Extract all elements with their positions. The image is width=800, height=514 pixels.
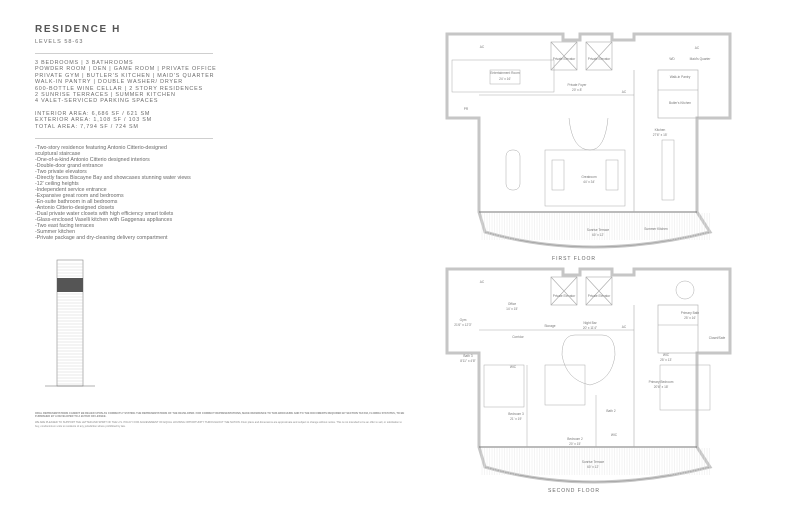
room-label: Summer Kitchen — [644, 227, 668, 231]
amenity-item: -Private package and dry-cleaning delive… — [35, 235, 168, 242]
residence-info: RESIDENCE H LEVELS 58-63 3 BEDROOMS | 3 … — [35, 24, 225, 241]
feature-line: WALK-IN PANTRY | DOUBLE WASHER/ DRYER — [35, 79, 183, 86]
room-dimension: 21' x 19' — [510, 417, 522, 421]
room-label: Sunrise Terrace — [587, 228, 609, 232]
interior-area: INTERIOR AREA: 6,686 SF / 621 SM — [35, 110, 151, 117]
room-dimension: 20' x 8' — [572, 88, 582, 92]
room-dimension: 24' x 16' — [499, 77, 511, 81]
room-label: Private Foyer — [568, 83, 588, 87]
amenity-item: -One-of-a-kind Antonio Citterio designed… — [35, 157, 150, 164]
room-label: Maid's Quarter — [690, 57, 712, 61]
divider — [35, 53, 213, 54]
amenity-item: -12' ceiling heights — [35, 181, 79, 188]
room-label: WIC — [611, 433, 618, 437]
amenity-item: -Two private elevators — [35, 169, 87, 176]
room-dimension: 27'6" x 15' — [653, 133, 668, 137]
feature-list: 3 BEDROOMS | 3 BATHROOMS POWDER ROOM | D… — [35, 60, 225, 130]
amenity-item: -Directly faces Biscayne Bay and showcas… — [35, 175, 191, 182]
room-label: Primary Bath — [681, 311, 700, 315]
amenity-item: -Dual private water closets with high ef… — [35, 211, 174, 218]
room-label: WD — [669, 57, 675, 61]
room-dimension: 20'6" x 18' — [654, 385, 669, 389]
amenity-item: -Two-story residence featuring Antonio C… — [35, 145, 167, 152]
room-label: WIC — [663, 353, 670, 357]
room-dimension: 25' x 16' — [684, 316, 696, 320]
room-label: Greatroom — [581, 175, 597, 179]
second-floor-title: SECOND FLOOR — [548, 488, 600, 494]
room-label: PR — [464, 107, 469, 111]
room-dimension: 44' x 34' — [583, 180, 595, 184]
feature-line: 2 SUNRISE TERRACES | SUMMER KITCHEN — [35, 92, 176, 99]
amenity-item: -Summer kitchen — [35, 229, 76, 236]
room-label: Sunrise Terrace — [582, 460, 604, 464]
first-floor-title: FIRST FLOOR — [552, 256, 596, 262]
room-dimension: 14' x 15' — [506, 307, 518, 311]
room-label: Primary Bedroom — [649, 380, 674, 384]
room-dimension: 20' x 11'4" — [583, 326, 597, 330]
room-dimension: 8'11" x 4'8" — [460, 359, 475, 363]
room-dimension: 25' x 13' — [660, 358, 672, 362]
room-dimension: 60' x 12' — [587, 465, 599, 469]
room-label: Bedroom 2 — [567, 437, 583, 441]
residence-title: RESIDENCE H — [35, 24, 121, 35]
amenity-item: sculptural staircase — [35, 151, 81, 158]
amenity-item: -Independent service entrance — [35, 187, 107, 194]
feature-line: 600-BOTTLE WINE CELLAR | 2 STORY RESIDEN… — [35, 85, 203, 92]
room-label: AC — [480, 280, 485, 284]
amenity-item: -Double-door grand entrance — [35, 163, 104, 170]
room-label: Private Elevator — [588, 57, 611, 61]
total-area: TOTAL AREA: 7,794 SF / 724 SM — [35, 123, 139, 130]
room-label: Bath 2 — [606, 409, 615, 413]
room-label: Bedroom 3 — [508, 412, 524, 416]
second-floor-plan: AC Office 14' x 15' Gym 21'6" x 12'3" Co… — [445, 267, 732, 494]
tower-elevation-diagram — [45, 259, 95, 387]
amenity-item: -Two east facing terraces — [35, 223, 95, 230]
room-label: WIC — [510, 365, 517, 369]
highlighted-levels — [57, 278, 83, 292]
room-label: Office — [508, 302, 516, 306]
amenity-item: -En-suite bathroom in all bedrooms — [35, 199, 118, 206]
room-label: AC — [695, 46, 700, 50]
room-label: Night Bar — [583, 321, 597, 325]
room-dimension: 60' x 12' — [592, 233, 604, 237]
room-label: Bath 3 — [463, 354, 472, 358]
divider — [35, 138, 213, 140]
amenity-item: -Expansive great room and bedrooms — [35, 193, 124, 200]
feature-line: 3 BEDROOMS | 3 BATHROOMS — [35, 60, 134, 66]
disclaimer-heading: ORAL REPRESENTATIONS CANNOT BE RELIED UP… — [35, 412, 405, 419]
feature-line: 4 VALET-SERVICED PARKING SPACES — [35, 98, 159, 105]
room-label: Butler's Kitchen — [669, 101, 691, 105]
room-label: Private Elevator — [553, 294, 576, 298]
room-label: Walk-in Pantry — [670, 75, 691, 79]
amenity-item: -Antonio Citterio-designed closets — [35, 205, 115, 212]
room-label: Kitchen — [655, 128, 666, 132]
room-label: AC — [622, 90, 627, 94]
room-label: Closet/Safe — [709, 336, 726, 340]
room-label: Corridor — [512, 335, 524, 339]
room-label: AC — [622, 325, 627, 329]
room-label: Gym — [460, 318, 467, 322]
exterior-area: EXTERIOR AREA: 1,108 SF / 103 SM — [35, 117, 152, 124]
room-dimension: 20' x 15' — [569, 442, 581, 446]
feature-line: PRIVATE GYM | BUTLER'S KITCHEN | MAID'S … — [35, 72, 215, 79]
residence-levels: LEVELS 58-63 — [35, 39, 84, 45]
feature-line: POWDER ROOM | DEN | GAME ROOM | PRIVATE … — [35, 66, 217, 73]
room-label: Entertainment Room — [490, 71, 520, 75]
amenities-list: -Two-story residence featuring Antonio C… — [35, 145, 225, 241]
room-label: Private Elevator — [553, 57, 576, 61]
legal-disclaimer: ORAL REPRESENTATIONS CANNOT BE RELIED UP… — [35, 412, 405, 428]
room-label: AC — [480, 45, 485, 49]
first-floor-plan: AC Entertainment Room 24' x 16' PR Priva… — [445, 32, 732, 262]
room-label: Private Elevator — [588, 294, 611, 298]
disclaimer-body: WE ARE PLEASED TO SUPPORT THE LETTER AND… — [35, 421, 402, 428]
room-dimension: 21'6" x 12'3" — [454, 323, 471, 327]
amenity-item: -Glass-enclosed Vaselli kitchen with Gag… — [35, 217, 173, 224]
room-label: Storage — [544, 324, 555, 328]
